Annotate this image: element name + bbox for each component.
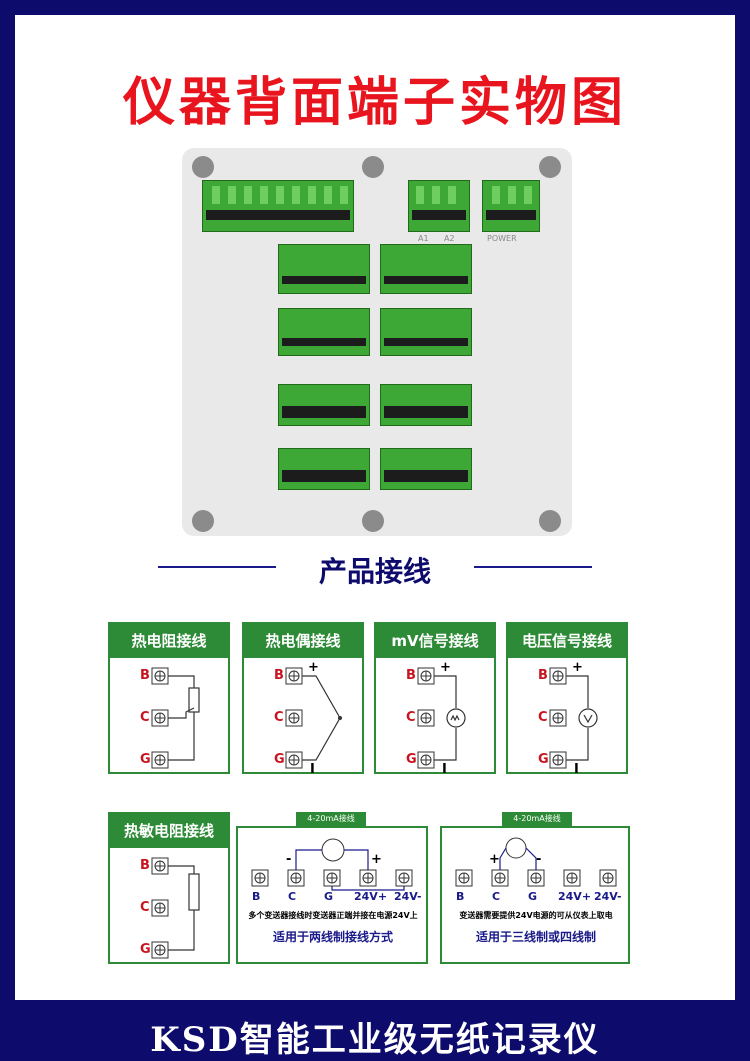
terminal-block bbox=[380, 308, 472, 356]
terminal-block bbox=[278, 308, 370, 356]
card-title: 热电偶接线 bbox=[244, 624, 362, 658]
relay-label-a2: A2 bbox=[444, 234, 455, 243]
loop2-mode: 适用于两线制接线方式 bbox=[272, 930, 393, 944]
plus-sign: + bbox=[308, 660, 319, 675]
card-mv: mV信号接线 B C G + I bbox=[374, 622, 496, 777]
terminal-c-label: C bbox=[288, 890, 297, 903]
loop2-note: 多个变送器接线时变送器正端并接在电源24V上 bbox=[248, 911, 418, 920]
divider bbox=[158, 566, 276, 568]
card-loop-3wire: mA + - B C G 24V+ 24V- 变送器需要提供24V电源的可从仪表… bbox=[440, 826, 630, 964]
terminal-block bbox=[278, 448, 370, 490]
terminal-c-label: C bbox=[538, 710, 548, 725]
minus-sign: I bbox=[310, 762, 315, 777]
minus-sign: - bbox=[536, 852, 542, 867]
card-rtd: 热电阻接线 B C G bbox=[108, 622, 230, 774]
terminal-c-label: C bbox=[492, 890, 501, 903]
terminal-24v-plus-label: 24V+ bbox=[558, 890, 592, 903]
mount-hole bbox=[192, 156, 214, 178]
loop2-tag: 4-20mA接线 bbox=[296, 812, 366, 826]
mount-hole bbox=[192, 510, 214, 532]
loop3-note: 变送器需要提供24V电源的可从仪表上取电 bbox=[459, 911, 613, 920]
section-title: 产品接线 bbox=[318, 555, 431, 588]
terminal-b-label: B bbox=[274, 668, 284, 683]
terminal-block bbox=[380, 384, 472, 426]
mount-hole bbox=[362, 510, 384, 532]
card-title: 热电阻接线 bbox=[110, 624, 228, 658]
power-label: POWER bbox=[487, 234, 517, 243]
terminal-g-label: G bbox=[140, 942, 151, 957]
minus-sign: I bbox=[574, 762, 579, 777]
loop3-tag: 4-20mA接线 bbox=[502, 812, 572, 826]
divider bbox=[474, 566, 592, 568]
rtd-wiring bbox=[151, 667, 200, 769]
terminal-b-label: B bbox=[252, 890, 261, 903]
terminal-b-label: B bbox=[140, 668, 150, 683]
section-header: 产品接线 bbox=[0, 550, 750, 588]
card-title: mV信号接线 bbox=[376, 624, 494, 658]
minus-sign: I bbox=[442, 762, 447, 777]
mount-hole bbox=[539, 156, 561, 178]
terminal-b-label: B bbox=[456, 890, 465, 903]
relay-label-a1: A1 bbox=[418, 234, 429, 243]
terminal-b-label: B bbox=[538, 668, 548, 683]
terminal-g-label: G bbox=[140, 752, 151, 767]
terminal-24v-plus-label: 24V+ bbox=[354, 890, 388, 903]
card-voltage: 电压信号接线 B C G + I bbox=[506, 622, 628, 777]
minus-sign: - bbox=[286, 852, 292, 867]
rear-panel: A1 A2 POWER bbox=[182, 148, 572, 536]
mount-hole bbox=[362, 156, 384, 178]
footer-title: KSD智能工业级无纸记录仪 bbox=[150, 1020, 600, 1060]
terminal-block bbox=[380, 448, 472, 490]
plus-sign: + bbox=[489, 852, 500, 867]
card-loop-2wire: mA - + B C G 24V+ 24V- 多个变送器接线时变送器正端并接在电… bbox=[236, 826, 428, 964]
terminal-slots bbox=[206, 186, 536, 482]
voltage-wiring bbox=[549, 667, 598, 769]
terminal-c-label: C bbox=[274, 710, 284, 725]
thermistor-wiring bbox=[151, 857, 200, 959]
terminal-b-label: B bbox=[140, 858, 150, 873]
terminal-g-label: G bbox=[324, 890, 334, 903]
plus-sign: + bbox=[572, 660, 583, 675]
terminal-block bbox=[278, 244, 370, 294]
card-title: 热敏电阻接线 bbox=[110, 814, 228, 848]
terminal-c-label: C bbox=[140, 710, 150, 725]
terminal-block bbox=[278, 384, 370, 426]
terminal-c-label: C bbox=[406, 710, 416, 725]
plus-sign: + bbox=[371, 852, 382, 867]
plus-sign: + bbox=[440, 660, 451, 675]
terminal-b-label: B bbox=[406, 668, 416, 683]
terminal-g-label: G bbox=[538, 752, 549, 767]
terminal-g-label: G bbox=[406, 752, 417, 767]
terminal-block bbox=[380, 244, 472, 294]
card-title: 电压信号接线 bbox=[508, 624, 626, 658]
mv-wiring bbox=[417, 667, 466, 769]
loop3-mode: 适用于三线制或四线制 bbox=[475, 930, 596, 944]
terminal-g-label: G bbox=[528, 890, 538, 903]
loop2-wiring bbox=[251, 838, 413, 891]
mount-hole bbox=[539, 510, 561, 532]
terminal-24v-minus-label: 24V- bbox=[394, 890, 422, 903]
loop3-wiring bbox=[455, 837, 617, 887]
thermocouple-wiring bbox=[285, 667, 342, 769]
terminal-g-label: G bbox=[274, 752, 285, 767]
card-thermistor: 热敏电阻接线 B C G bbox=[108, 812, 230, 964]
terminal-c-label: C bbox=[140, 900, 150, 915]
terminal-24v-minus-label: 24V- bbox=[594, 890, 622, 903]
page-title: 仪器背面端子实物图 bbox=[122, 73, 627, 133]
card-thermocouple: 热电偶接线 B C G + I bbox=[242, 622, 364, 777]
